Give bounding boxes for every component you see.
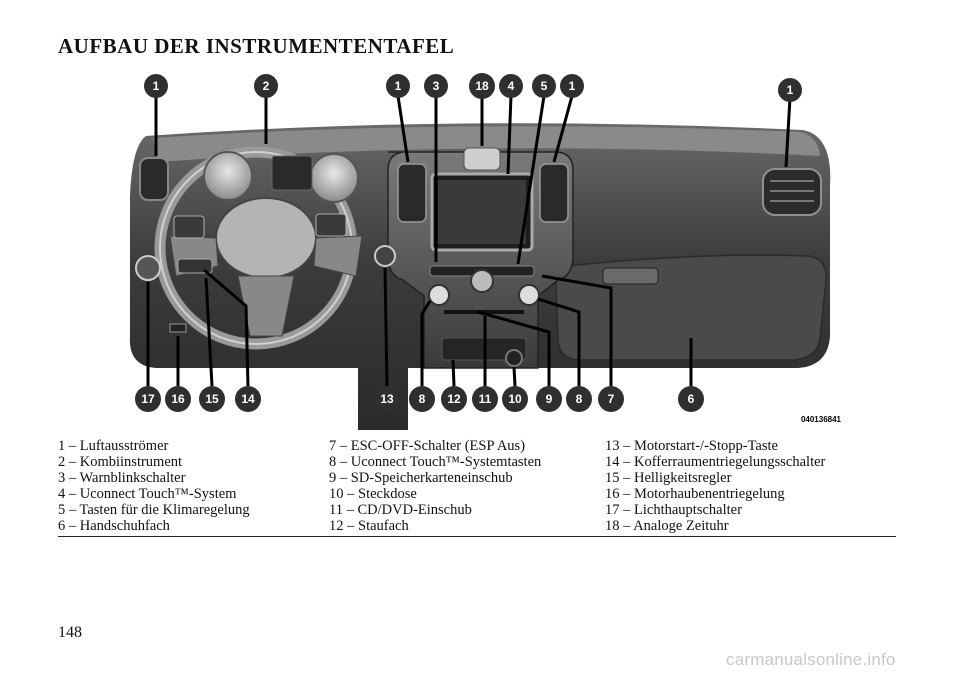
callout-label: 8 bbox=[419, 392, 426, 406]
callout-12 bbox=[441, 386, 467, 412]
legend-column-1: 1 – Luftausströmer 2 – Kombiinstrument 3… bbox=[58, 438, 329, 534]
callout-7 bbox=[598, 386, 624, 412]
legend-item: 17 – Lichthauptschalter bbox=[605, 502, 742, 518]
legend-divider bbox=[58, 536, 896, 537]
callout-label: 11 bbox=[479, 392, 492, 406]
dashboard-figure: 1 2 1 3 18 4 5 1 1 17 16 15 14 bbox=[58, 66, 898, 430]
page-number: 148 bbox=[58, 624, 82, 641]
legend-column-3: 13 – Motorstart-/-Stopp-Taste 14 – Koffe… bbox=[605, 438, 895, 534]
legend-item: 18 – Analoge Zeituhr bbox=[605, 518, 729, 534]
callout-17 bbox=[135, 386, 161, 412]
dash-top-highlight bbox=[153, 126, 820, 162]
leader-lines bbox=[146, 95, 792, 387]
callout-label: 14 bbox=[241, 392, 255, 406]
right-knob bbox=[518, 284, 540, 306]
component-legend: 1 – Luftausströmer 2 – Kombiinstrument 3… bbox=[58, 438, 896, 534]
callout-14 bbox=[235, 386, 261, 412]
callout-4 bbox=[499, 74, 523, 98]
legend-item: 10 – Steckdose bbox=[329, 486, 417, 502]
callout-label: 8 bbox=[576, 392, 583, 406]
callout-2 bbox=[254, 74, 278, 98]
center-left-vent bbox=[397, 163, 427, 223]
callout-8 bbox=[409, 386, 435, 412]
callout-1c bbox=[560, 74, 584, 98]
callout-11 bbox=[472, 386, 498, 412]
callout-label: 3 bbox=[433, 79, 440, 93]
legend-item: 8 – Uconnect Touch™-Systemtasten bbox=[329, 454, 542, 470]
callout-16 bbox=[165, 386, 191, 412]
callout-15 bbox=[199, 386, 225, 412]
legend-item: 14 – Kofferraumentriegelungsschalter bbox=[605, 454, 826, 470]
callout-label: 9 bbox=[546, 392, 553, 406]
callout-label: 5 bbox=[541, 79, 548, 93]
start-stop-button bbox=[374, 245, 396, 267]
legend-item: 7 – ESC-OFF-Schalter (ESP Aus) bbox=[329, 438, 526, 454]
instrument-display bbox=[271, 155, 313, 191]
callout-label: 1 bbox=[395, 79, 402, 93]
callout-label: 12 bbox=[447, 392, 461, 406]
callout-label: 17 bbox=[141, 392, 155, 406]
steering-hub bbox=[215, 197, 317, 279]
dashboard-illustration: 1 2 1 3 18 4 5 1 1 17 16 15 14 bbox=[129, 73, 842, 430]
legend-item: 13 – Motorstart-/-Stopp-Taste bbox=[605, 438, 778, 454]
callout-1b bbox=[386, 74, 410, 98]
legend-item: 11 – CD/DVD-Einschub bbox=[329, 502, 472, 518]
cd-slot bbox=[444, 310, 524, 314]
callout-1 bbox=[144, 74, 168, 98]
bottom-callouts: 17 16 15 14 13 8 12 11 10 9 8 7 6 bbox=[135, 386, 704, 412]
callout-label: 10 bbox=[508, 392, 522, 406]
page-title: AUFBAU DER INSTRUMENTENTAFEL bbox=[58, 34, 455, 58]
legend-item: 12 – Staufach bbox=[329, 518, 409, 534]
callout-9 bbox=[536, 386, 562, 412]
speedometer-gauge bbox=[309, 153, 359, 203]
wheel-buttons-right bbox=[315, 213, 347, 237]
callout-3 bbox=[424, 74, 448, 98]
callout-13 bbox=[374, 386, 400, 412]
hood-release bbox=[169, 323, 187, 333]
legend-item: 1 – Luftausströmer bbox=[58, 438, 169, 454]
site-watermark: carmanualsonline.info bbox=[726, 650, 896, 669]
legend-column-2: 7 – ESC-OFF-Schalter (ESP Aus) 8 – Uconn… bbox=[329, 438, 605, 534]
callout-label: 4 bbox=[508, 79, 515, 93]
tachometer-gauge bbox=[203, 151, 253, 201]
legend-item: 9 – SD-Speicherkarteneinschub bbox=[329, 470, 513, 486]
callout-label: 1 bbox=[569, 79, 576, 93]
top-callouts: 1 2 1 3 18 4 5 1 1 bbox=[144, 73, 802, 102]
left-air-vent bbox=[139, 157, 169, 201]
legend-item: 15 – Helligkeitsregler bbox=[605, 470, 732, 486]
wheel-buttons-left bbox=[173, 215, 205, 239]
legend-item: 16 – Motorhaubenentriegelung bbox=[605, 486, 785, 502]
callout-label: 16 bbox=[171, 392, 185, 406]
callout-1d bbox=[778, 78, 802, 102]
analog-clock bbox=[463, 147, 501, 171]
center-right-vent bbox=[539, 163, 569, 223]
left-knob bbox=[428, 284, 450, 306]
glovebox-handle bbox=[602, 267, 659, 285]
callout-label: 6 bbox=[688, 392, 695, 406]
callout-label: 1 bbox=[153, 79, 160, 93]
callout-18 bbox=[469, 73, 495, 99]
dimmer-controls bbox=[177, 258, 213, 274]
callout-label: 7 bbox=[608, 392, 615, 406]
legend-item: 4 – Uconnect Touch™-System bbox=[58, 486, 237, 502]
center-knob bbox=[470, 269, 494, 293]
callout-label: 18 bbox=[475, 79, 489, 93]
callout-label: 13 bbox=[380, 392, 394, 406]
callout-label: 15 bbox=[205, 392, 219, 406]
callout-8b bbox=[566, 386, 592, 412]
legend-item: 5 – Tasten für die Klimaregelung bbox=[58, 502, 250, 518]
headlamp-switch bbox=[135, 255, 161, 281]
callout-5 bbox=[532, 74, 556, 98]
legend-item: 2 – Kombiinstrument bbox=[58, 454, 183, 470]
callout-6 bbox=[678, 386, 704, 412]
callout-10 bbox=[502, 386, 528, 412]
legend-item: 6 – Handschuhfach bbox=[58, 518, 170, 534]
figure-code: 040136841 bbox=[801, 415, 842, 424]
legend-item: 3 – Warnblinkschalter bbox=[58, 470, 186, 486]
callout-label: 2 bbox=[263, 79, 270, 93]
power-outlet bbox=[505, 349, 523, 367]
callout-label: 1 bbox=[787, 83, 794, 97]
